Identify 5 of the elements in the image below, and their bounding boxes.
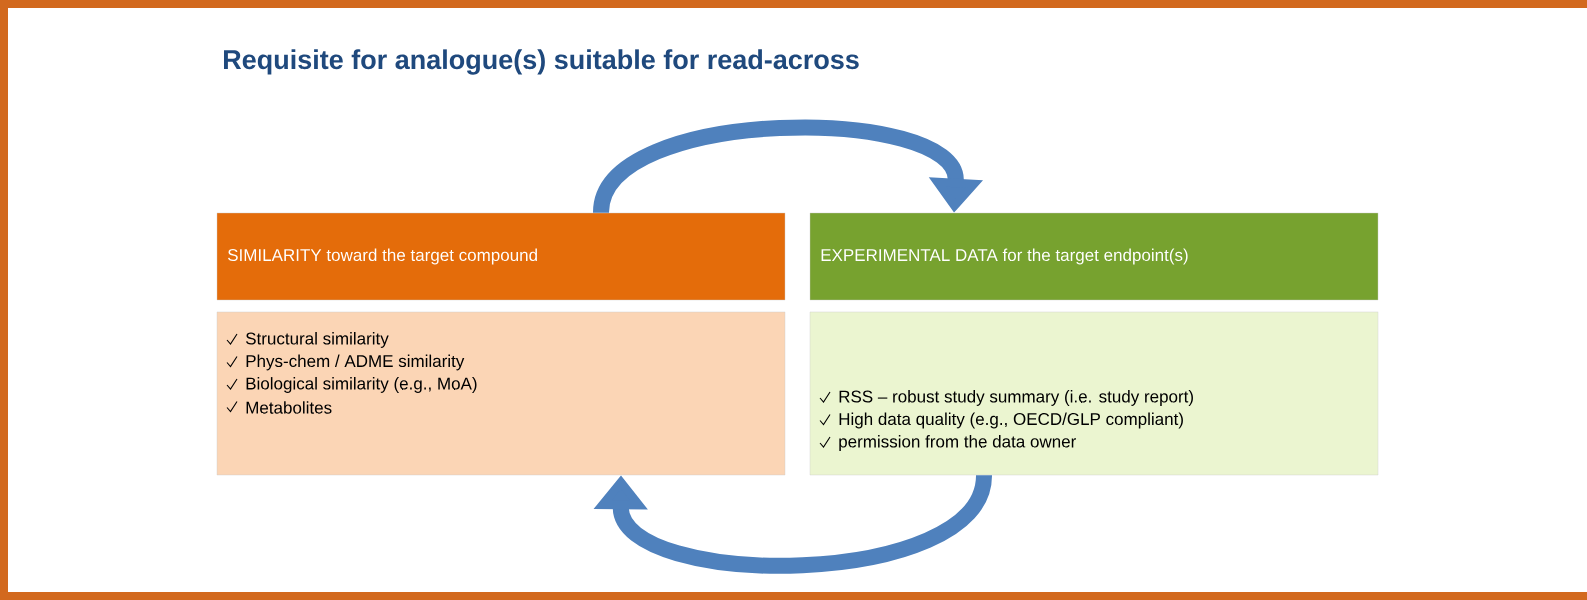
header-box: EXPERIMENTAL DATA for the target endpoint(s) <box>809 212 1379 301</box>
title: Requisite for analogue(s) suitable for read-across <box>224 49 859 75</box>
list-box: Structural similarity Phys-chem / ADME similarity Biological similarity (e.g., MoA) Metabolites <box>216 311 786 476</box>
header-box: SIMILARITY toward the target compound <box>216 212 786 301</box>
list-box: RSS – robust study summary (i.e. study report) High data quality (e.g., OECD/GLP compliant) permission from the data owner <box>809 311 1379 476</box>
